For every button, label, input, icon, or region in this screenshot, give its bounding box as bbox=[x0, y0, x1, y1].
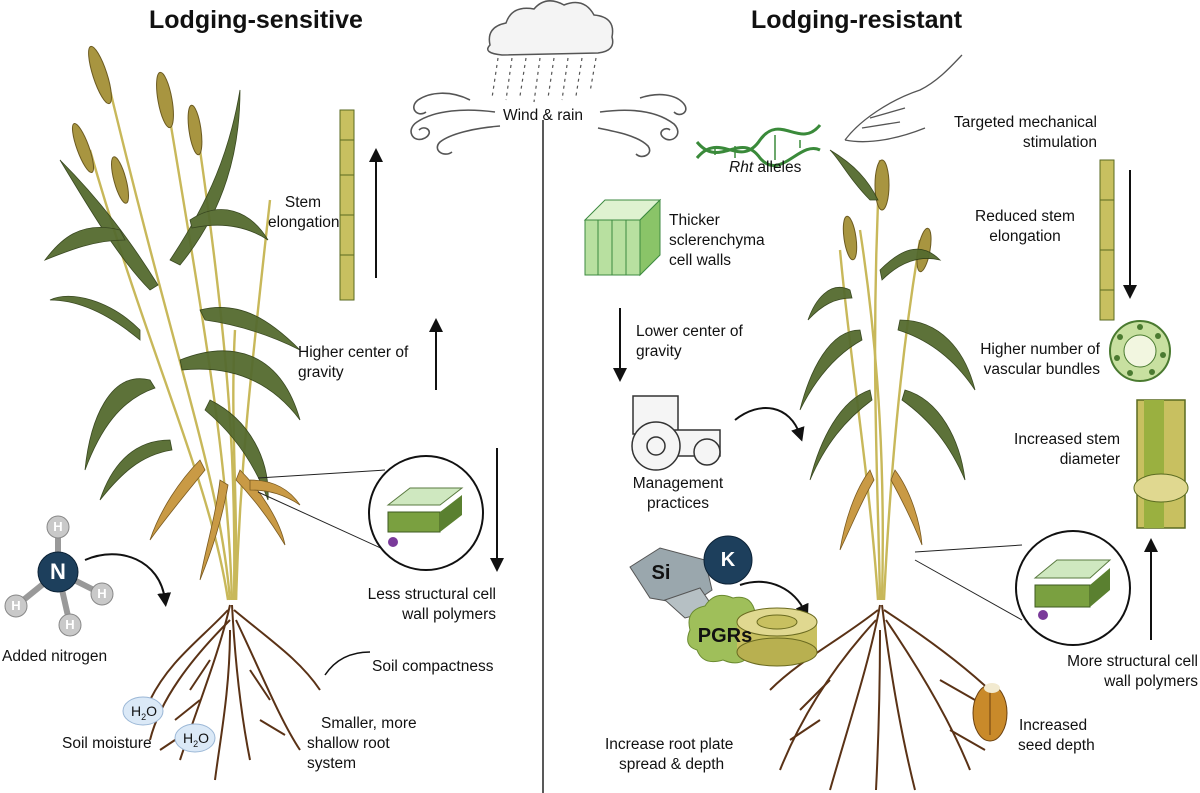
hydrogen-atom-label-3: H bbox=[97, 586, 107, 601]
right-root-system-illustration bbox=[769, 604, 1001, 791]
reduced-elongation-label: Reduced stem elongation bbox=[960, 207, 1090, 247]
higher-center-gravity-line-1: Higher center of bbox=[298, 344, 409, 361]
nitrogen-molecule-icon bbox=[4, 515, 114, 637]
right-panel-title: Lodging-resistant bbox=[751, 6, 963, 34]
reduced-stem-icon bbox=[1099, 159, 1115, 321]
stem-elongation-label: Stem elongation bbox=[268, 193, 340, 233]
more-polymers-line-1: More structural cell bbox=[1067, 653, 1198, 670]
pgrs-label: PGRs bbox=[697, 625, 753, 647]
potassium-label: K bbox=[720, 549, 736, 571]
sclerenchyma-line-1: Thicker bbox=[669, 212, 720, 229]
water-label-1-sub: 2 bbox=[141, 711, 147, 722]
reduced-elongation-line-2: elongation bbox=[989, 228, 1061, 245]
water-label-2-sub: 2 bbox=[193, 738, 199, 749]
lower-center-gravity-label: Lower center of gravity bbox=[636, 322, 766, 362]
more-polymers-label: More structural cell wall polymers bbox=[1030, 652, 1198, 692]
vascular-bundles-icon bbox=[1109, 320, 1171, 382]
seed-depth-label: Increased seed depth bbox=[1018, 716, 1128, 756]
rht-alleles-label: Rht alleles bbox=[729, 158, 801, 178]
hydrogen-atom-label-1: H bbox=[53, 519, 63, 534]
lower-gravity-line-1: Lower center of bbox=[636, 323, 743, 340]
more-polymers-line-2: wall polymers bbox=[1104, 673, 1198, 690]
reduced-elongation-line-1: Reduced stem bbox=[975, 208, 1075, 225]
right-cell-wall-zoom bbox=[914, 530, 1131, 646]
water-label-1-h: H bbox=[131, 703, 142, 719]
less-polymers-line-2: wall polymers bbox=[402, 606, 496, 623]
root-plate-line-1: Increase root plate bbox=[605, 736, 734, 753]
seed-depth-line-1: Increased bbox=[1019, 717, 1088, 734]
mechanical-line-1: Targeted mechanical bbox=[953, 114, 1097, 131]
silicon-label: Si bbox=[651, 562, 671, 584]
sclerenchyma-cells-icon bbox=[583, 198, 662, 277]
dna-helix-icon bbox=[695, 124, 822, 167]
stem-elongation-line-2: elongation bbox=[268, 214, 340, 231]
root-system-line-1: Smaller, more bbox=[321, 715, 417, 732]
right-wheat-plant-illustration bbox=[799, 149, 976, 601]
rain-icon bbox=[491, 57, 597, 103]
water-label-2-h: H bbox=[183, 730, 194, 746]
nitrogen-atom-label: N bbox=[50, 559, 66, 584]
stem-elongation-icon bbox=[339, 109, 355, 301]
stem-elongation-line-1: Stem bbox=[284, 194, 322, 211]
wind-swirls-icon bbox=[410, 92, 687, 158]
sclerenchyma-line-3: cell walls bbox=[669, 252, 732, 269]
higher-center-gravity-label: Higher center of gravity bbox=[298, 343, 438, 383]
water-label-2: H2O bbox=[183, 728, 209, 754]
seed-icon bbox=[972, 683, 1008, 742]
water-label-2-o: O bbox=[198, 730, 210, 746]
seed-depth-line-2: seed depth bbox=[1018, 737, 1095, 754]
cloud-icon bbox=[487, 0, 614, 56]
left-wheat-plant-illustration bbox=[43, 45, 301, 601]
management-line-2: practices bbox=[646, 495, 710, 512]
stem-diameter-icon bbox=[1133, 399, 1189, 529]
nitrogen-arrow bbox=[84, 553, 172, 607]
soil-compactness-pointer bbox=[324, 651, 371, 676]
hydrogen-atom-label-4: H bbox=[65, 617, 75, 632]
water-bubble-2 bbox=[174, 723, 216, 753]
management-line-1: Management bbox=[632, 475, 724, 492]
root-plate-icon bbox=[736, 607, 818, 667]
management-practices-label: Management practices bbox=[628, 474, 728, 514]
vascular-line-2: vascular bundles bbox=[983, 361, 1100, 378]
water-label-1: H2O bbox=[131, 701, 157, 727]
rht-italic-text: Rht bbox=[729, 159, 754, 176]
management-arrow bbox=[734, 407, 805, 442]
lower-gravity-line-2: gravity bbox=[636, 343, 682, 360]
root-plate-label: Increase root plate spread & depth bbox=[605, 735, 765, 775]
hydrogen-atom-label-2: H bbox=[11, 598, 21, 613]
root-plate-line-2: spread & depth bbox=[619, 756, 725, 773]
wind-rain-label: Wind & rain bbox=[502, 107, 584, 124]
mechanical-line-2: stimulation bbox=[1022, 134, 1097, 151]
vascular-bundles-label: Higher number of vascular bundles bbox=[955, 340, 1100, 380]
stem-diameter-line-1: Increased stem bbox=[1014, 431, 1120, 448]
tractor-icon bbox=[631, 395, 721, 471]
mechanical-stimulation-label: Targeted mechanical stimulation bbox=[922, 113, 1097, 153]
less-polymers-line-1: Less structural cell bbox=[367, 586, 496, 603]
added-nitrogen-label: Added nitrogen bbox=[2, 648, 108, 665]
potassium-icon bbox=[703, 535, 753, 585]
sclerenchyma-label: Thicker sclerenchyma cell walls bbox=[669, 211, 789, 271]
water-bubble-1 bbox=[122, 696, 164, 726]
root-system-line-2: shallow root system bbox=[307, 735, 390, 772]
left-root-system-illustration bbox=[149, 604, 321, 781]
left-cell-wall-zoom bbox=[257, 455, 484, 571]
stem-diameter-label: Increased stem diameter bbox=[990, 430, 1120, 470]
less-polymers-label: Less structural cell wall polymers bbox=[336, 585, 496, 625]
higher-center-gravity-line-2: gravity bbox=[298, 364, 344, 381]
soil-moisture-label: Soil moisture bbox=[62, 735, 152, 752]
nutrient-arrow bbox=[739, 580, 809, 619]
left-panel-title: Lodging-sensitive bbox=[149, 6, 363, 34]
water-label-1-o: O bbox=[146, 703, 158, 719]
soil-compactness-label: Soil compactness bbox=[372, 658, 494, 675]
stem-diameter-line-2: diameter bbox=[1059, 451, 1120, 468]
sclerenchyma-line-2: sclerenchyma bbox=[669, 232, 765, 249]
root-system-label: Smaller, more shallow root system bbox=[307, 714, 437, 774]
rht-rest-text: alleles bbox=[753, 159, 802, 176]
vascular-line-1: Higher number of bbox=[980, 341, 1100, 358]
hand-icon bbox=[844, 54, 963, 143]
